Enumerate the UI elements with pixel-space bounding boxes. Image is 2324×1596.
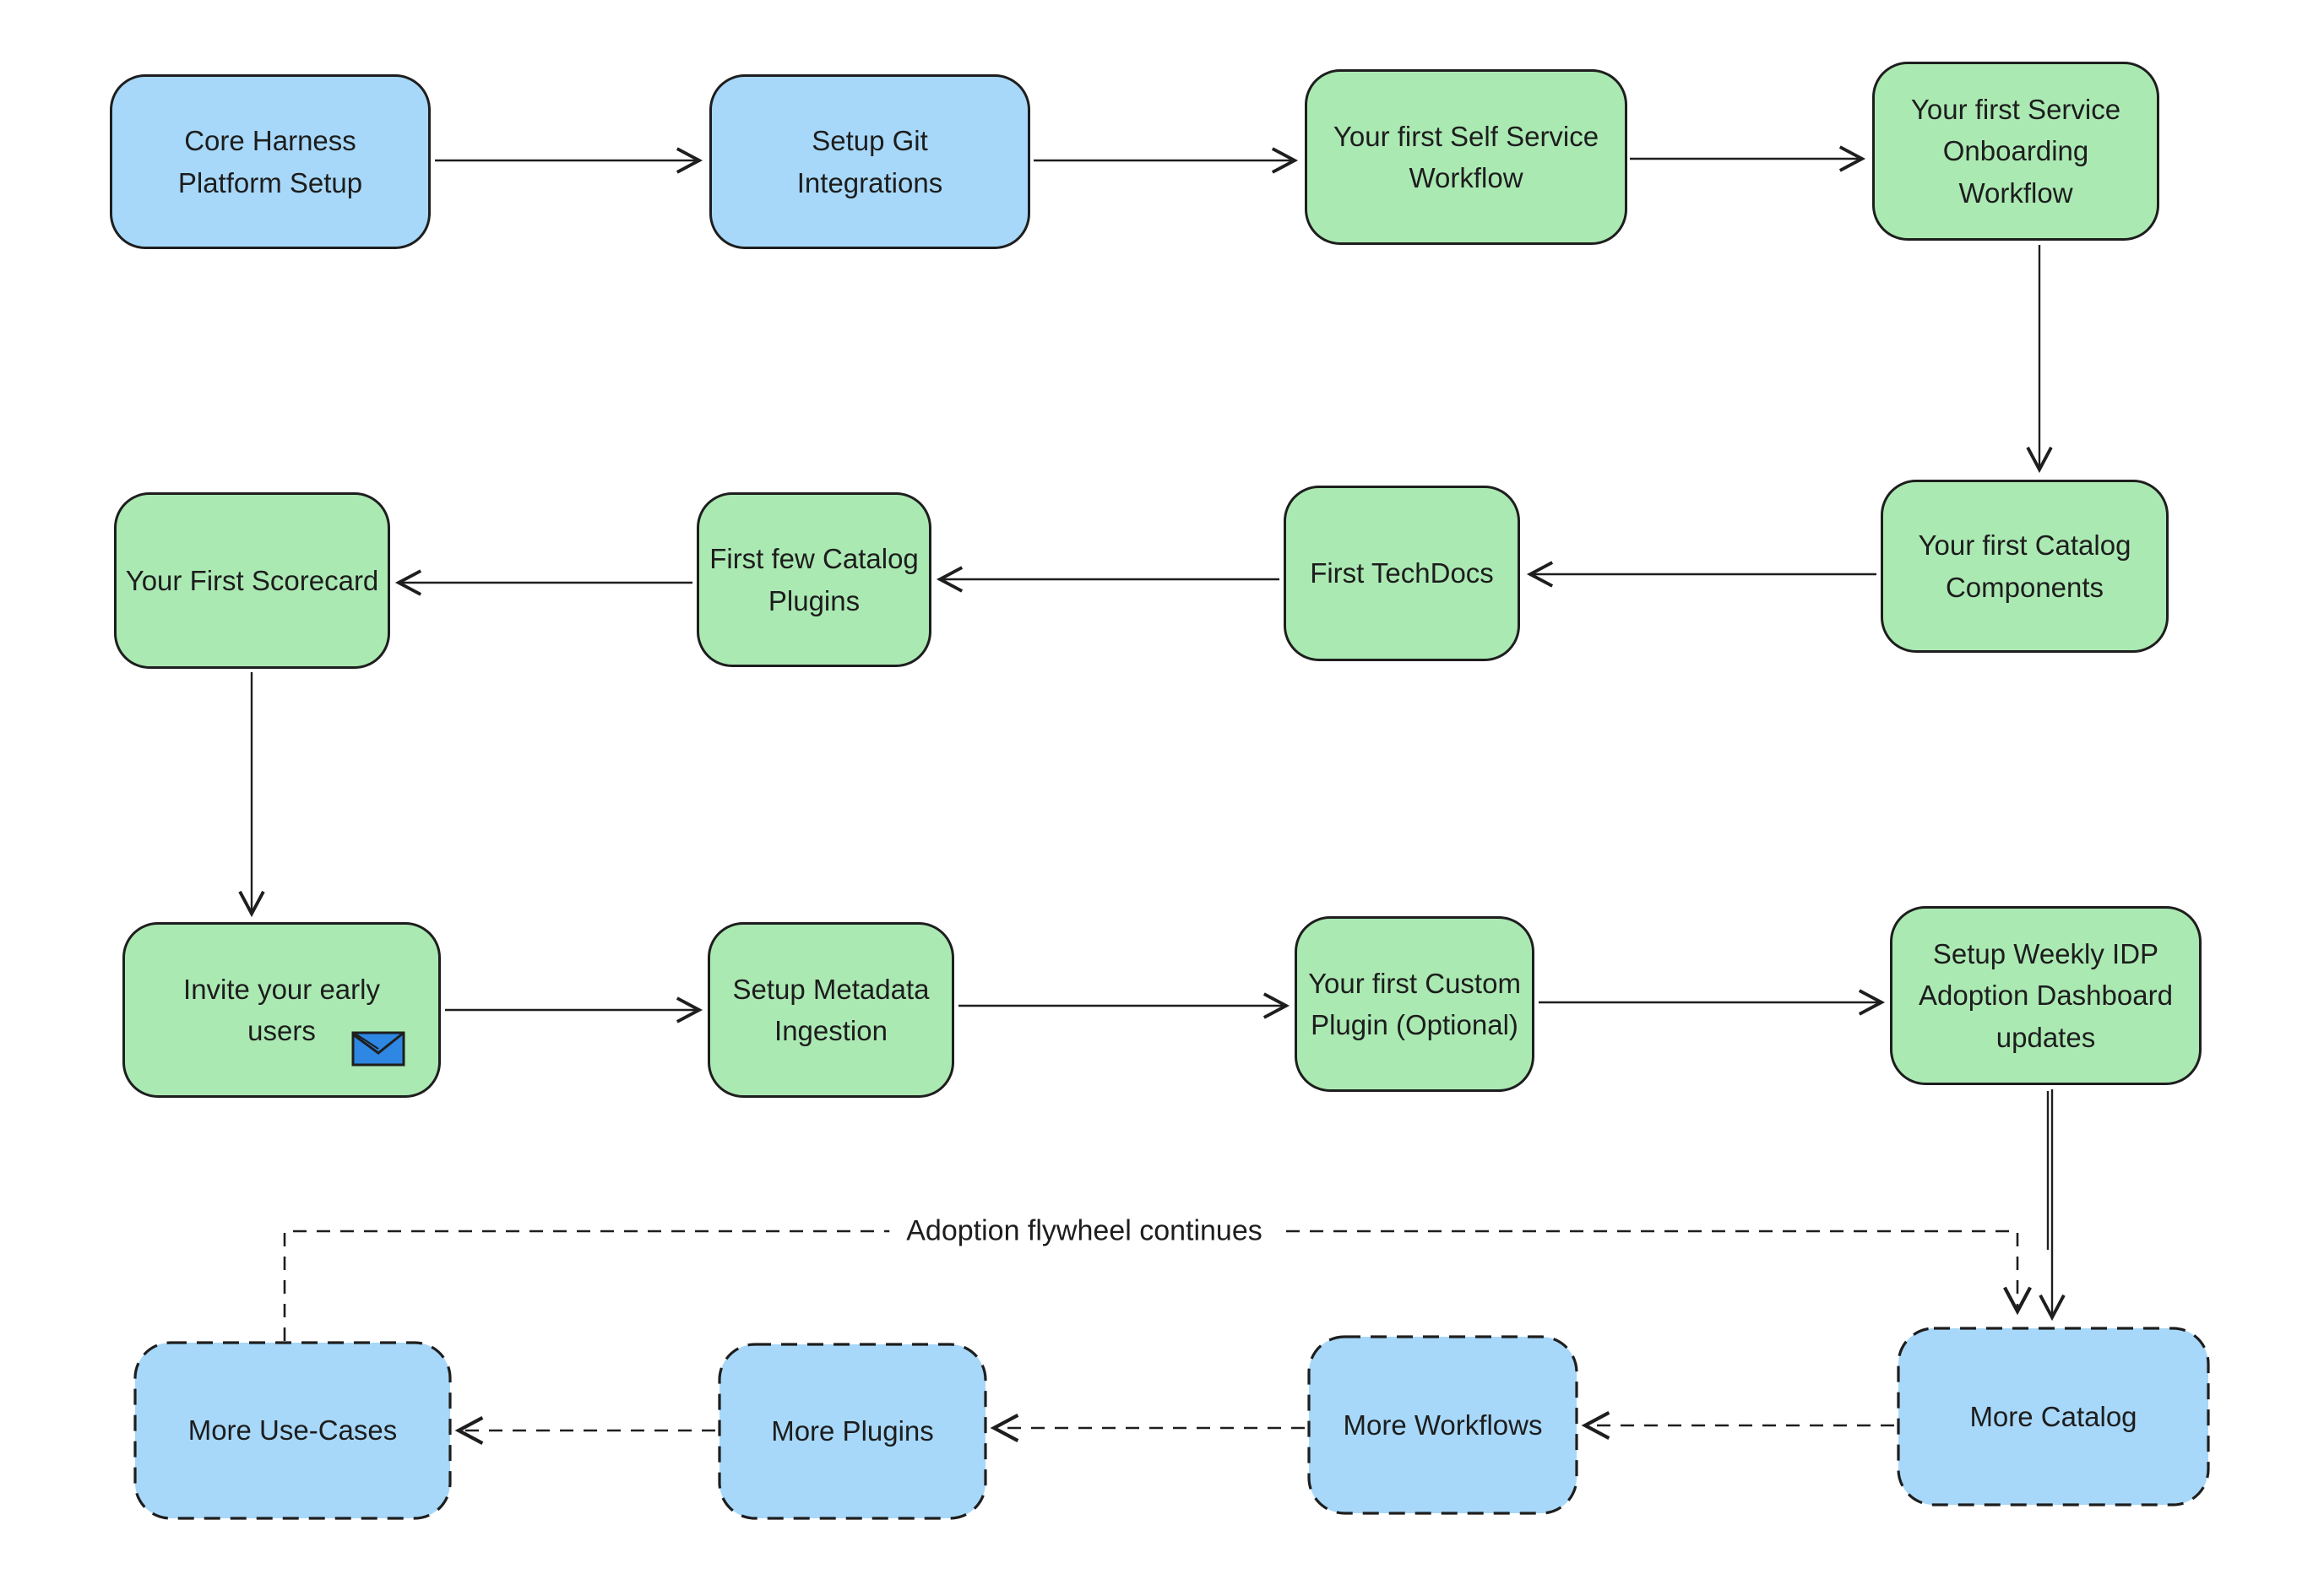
node-first-custom-plugin: Your first Custom Plugin (Optional)	[1295, 916, 1534, 1092]
node-label: Core Harness Platform Setup	[177, 125, 363, 198]
node-label: First TechDocs	[1310, 557, 1494, 589]
node-first-few-catalog-plugins: First few Catalog Plugins	[697, 492, 931, 667]
node-label: Your First Scorecard	[125, 564, 379, 596]
node-setup-git-integrations: Setup Git Integrations	[709, 74, 1030, 249]
node-core-harness-platform-setup: Core Harness Platform Setup	[110, 74, 431, 249]
node-more-use-cases: More Use-Cases	[135, 1343, 450, 1518]
node-label: Your first Self Service Workflow	[1333, 120, 1599, 194]
node-first-service-onboarding-workflow: Your first Service Onboarding Workflow	[1872, 62, 2159, 241]
node-setup-weekly-idp-dashboard: Setup Weekly IDP Adoption Dashboard upda…	[1890, 906, 2202, 1085]
node-label: Your first Custom Plugin (Optional)	[1308, 967, 1521, 1041]
node-more-workflows: More Workflows	[1309, 1337, 1577, 1513]
node-label: More Catalog	[1969, 1400, 2137, 1432]
flywheel-label: Adoption flywheel continues	[889, 1213, 1279, 1250]
envelope-icon	[351, 1031, 405, 1067]
node-label: Setup Weekly IDP Adoption Dashboard upda…	[1919, 937, 2173, 1053]
node-label: Setup Metadata Ingestion	[732, 973, 930, 1047]
node-invite-early-users: Invite your early users	[122, 922, 441, 1098]
node-setup-metadata-ingestion: Setup Metadata Ingestion	[708, 922, 954, 1098]
node-label: Your first Catalog Components	[1918, 529, 2131, 603]
node-first-self-service-workflow: Your first Self Service Workflow	[1305, 69, 1627, 245]
node-first-scorecard: Your First Scorecard	[114, 492, 390, 669]
node-label: Invite your early users	[183, 973, 380, 1047]
node-label: First few Catalog Plugins	[709, 543, 919, 616]
node-first-catalog-components: Your first Catalog Components	[1881, 480, 2169, 653]
node-label: Your first Service Onboarding Workflow	[1910, 93, 2121, 209]
node-label: More Workflows	[1343, 1409, 1543, 1441]
node-first-techdocs: First TechDocs	[1284, 486, 1520, 661]
node-label: More Use-Cases	[187, 1414, 398, 1447]
node-more-plugins: More Plugins	[719, 1344, 986, 1518]
node-label: More Plugins	[771, 1415, 934, 1447]
node-label: Setup Git Integrations	[796, 125, 943, 198]
node-more-catalog: More Catalog	[1898, 1328, 2208, 1505]
